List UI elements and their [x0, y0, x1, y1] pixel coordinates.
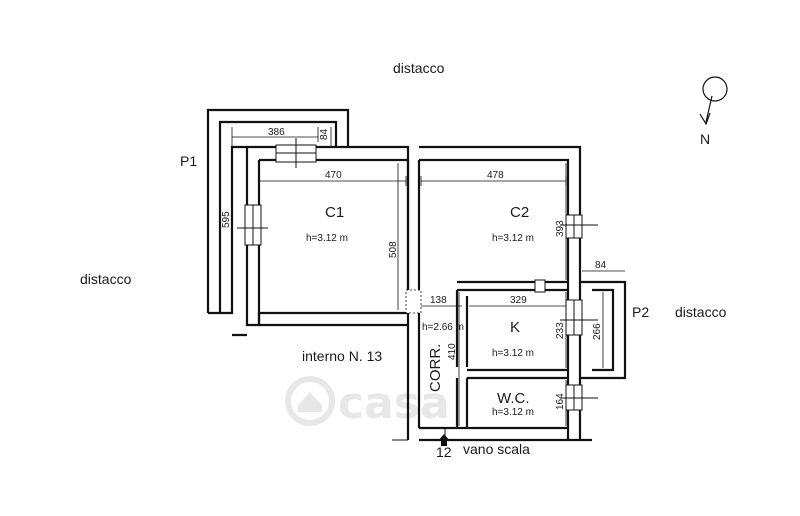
dim-393: 393: [555, 220, 566, 237]
room-wc-name: W.C.: [497, 390, 530, 407]
distacco-top-label: distacco: [393, 60, 445, 76]
distacco-left-label: distacco: [80, 271, 132, 287]
dim-138: 138: [430, 295, 447, 306]
room-c2-height: h=3.12 m: [492, 233, 534, 244]
watermark: casa: [285, 376, 450, 429]
corridor-label: CORR.: [427, 344, 444, 392]
dim-478: 478: [487, 170, 504, 181]
room-k-height: h=3.12 m: [492, 348, 534, 359]
apartment-walls: [232, 145, 592, 442]
north-label: N: [700, 131, 710, 147]
dimension-lines: [231, 127, 625, 426]
dim-329: 329: [510, 295, 527, 306]
room-k-name: K: [510, 319, 520, 336]
dim-266: 266: [592, 323, 603, 340]
balcony-p2: [580, 280, 627, 380]
entrance-arrow-icon: [438, 434, 450, 446]
window-symbols: [237, 138, 598, 441]
balcony-p1-label: P1: [180, 153, 197, 169]
vano-scala-label: vano scala: [463, 441, 530, 457]
dim-470: 470: [325, 170, 342, 181]
north-arrow-icon: [699, 76, 728, 126]
dim-386: 386: [268, 127, 285, 138]
room-c1-height: h=3.12 m: [306, 233, 348, 244]
dim-508: 508: [388, 241, 399, 258]
distacco-right-label: distacco: [675, 304, 727, 320]
balcony-p2-label: P2: [632, 304, 649, 320]
room-c2-name: C2: [510, 204, 529, 221]
room-wc-height: h=3.12 m: [492, 407, 534, 418]
dim-164: 164: [555, 393, 566, 410]
room-c1-name: C1: [325, 204, 344, 221]
corridor-height: h=2.66 m: [422, 322, 464, 333]
stair-number-label: 12: [436, 444, 452, 460]
dim-595: 595: [221, 211, 232, 228]
interno-label: interno N. 13: [302, 348, 382, 364]
dim-410: 410: [447, 343, 458, 360]
dim-84-top: 84: [319, 128, 330, 140]
dim-233: 233: [555, 322, 566, 339]
dim-84-right: 84: [595, 260, 607, 271]
watermark-text: casa: [338, 378, 450, 429]
